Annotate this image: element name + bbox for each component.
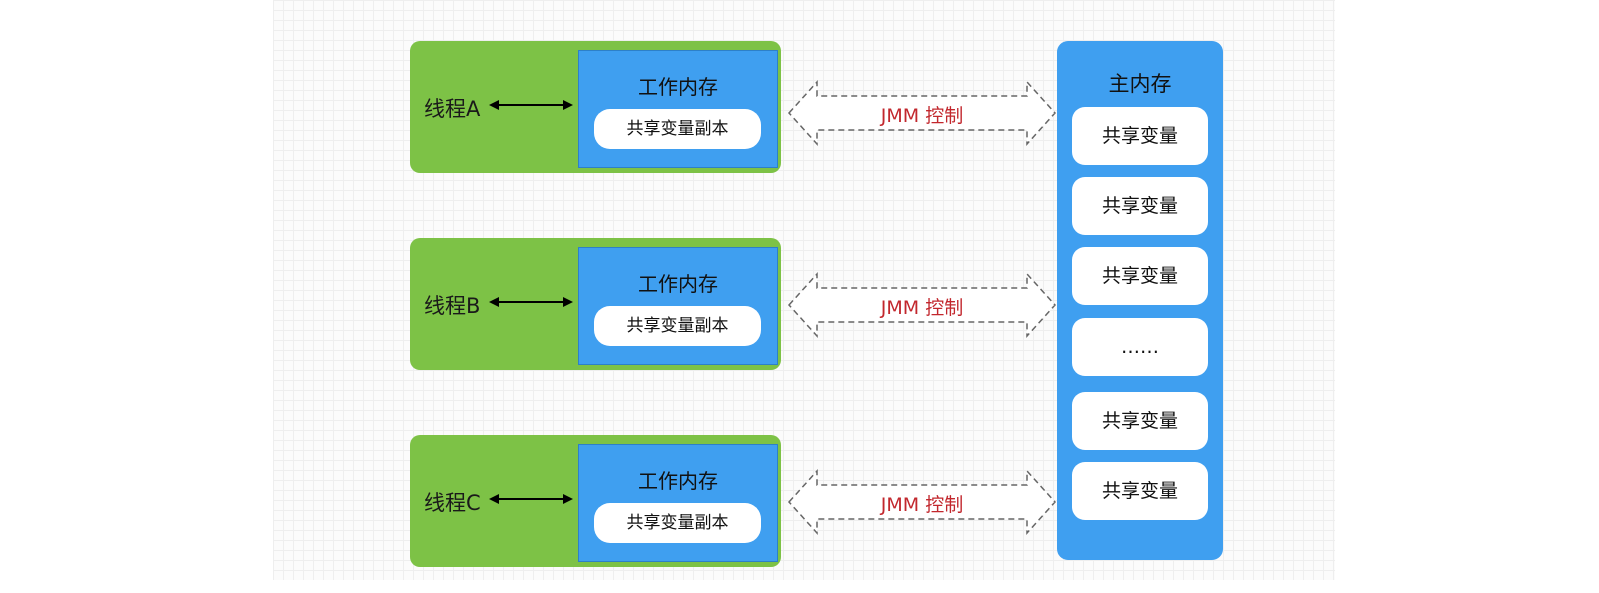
- thread-label: 线程A: [424, 97, 481, 121]
- working-memory-title: 工作内存: [638, 75, 718, 99]
- dashed-double-arrow-icon: [787, 80, 1057, 146]
- shared-variable: 共享变量: [1072, 177, 1208, 235]
- jmm-control-arrow: JMM 控制: [787, 467, 1057, 537]
- jmm-control-arrow: JMM 控制: [787, 78, 1057, 148]
- working-memory-title: 工作内存: [638, 272, 718, 296]
- shared-variable: 共享变量: [1072, 392, 1208, 450]
- jmm-control-label: JMM 控制: [880, 494, 964, 516]
- shared-variable: 共享变量: [1072, 247, 1208, 305]
- shared-variable-copy: 共享变量副本: [594, 503, 761, 543]
- thread-a-box: 线程A 工作内存 共享变量副本: [410, 41, 781, 173]
- jmm-control-label: JMM 控制: [880, 105, 964, 127]
- working-memory-title: 工作内存: [638, 469, 718, 493]
- dashed-double-arrow-icon: [787, 272, 1057, 338]
- shared-variable-copy: 共享变量副本: [594, 306, 761, 346]
- bidirectional-arrow-icon: [489, 100, 573, 110]
- thread-label: 线程C: [424, 491, 481, 515]
- bidirectional-arrow-icon: [489, 297, 573, 307]
- main-memory-title: 主内存: [1108, 72, 1172, 96]
- working-memory-box: 工作内存 共享变量副本: [578, 247, 778, 365]
- jmm-control-arrow: JMM 控制: [787, 270, 1057, 340]
- shared-variable: 共享变量: [1072, 107, 1208, 165]
- working-memory-box: 工作内存 共享变量副本: [578, 444, 778, 562]
- working-memory-box: 工作内存 共享变量副本: [578, 50, 778, 168]
- thread-label: 线程B: [424, 294, 481, 318]
- shared-variable-copy: 共享变量副本: [594, 109, 761, 149]
- jmm-control-label: JMM 控制: [880, 297, 964, 319]
- thread-b-box: 线程B 工作内存 共享变量副本: [410, 238, 781, 370]
- main-memory-box: 主内存 共享变量 共享变量 共享变量 …… 共享变量 共享变量: [1057, 41, 1223, 560]
- thread-c-box: 线程C 工作内存 共享变量副本: [410, 435, 781, 567]
- ellipsis-item: ……: [1072, 318, 1208, 376]
- shared-variable: 共享变量: [1072, 462, 1208, 520]
- dashed-double-arrow-icon: [787, 469, 1057, 535]
- bidirectional-arrow-icon: [489, 494, 573, 504]
